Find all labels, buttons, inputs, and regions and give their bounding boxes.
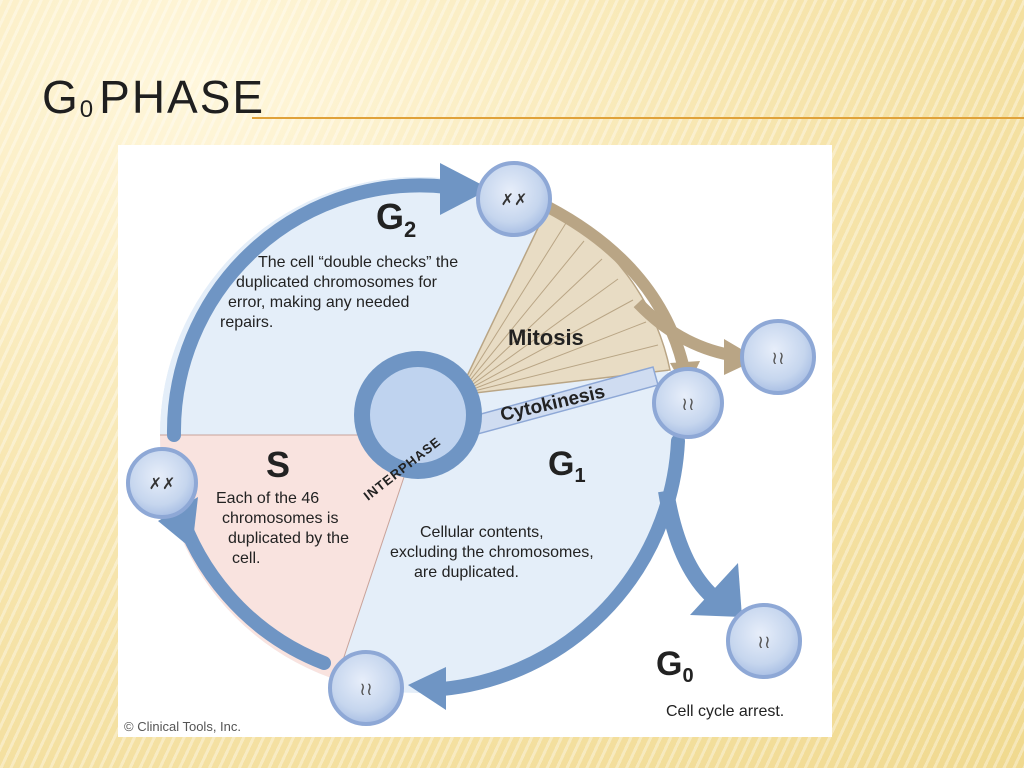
svg-text:cell.: cell. — [232, 550, 260, 567]
svg-text:≀≀: ≀≀ — [681, 394, 695, 414]
svg-text:duplicated chromosomes for: duplicated chromosomes for — [236, 274, 438, 291]
svg-text:chromosomes is: chromosomes is — [222, 510, 338, 527]
title-subscript: 0 — [79, 96, 94, 123]
svg-text:Cellular contents,: Cellular contents, — [420, 524, 544, 541]
svg-text:error, making any needed: error, making any needed — [228, 294, 409, 311]
svg-text:repairs.: repairs. — [220, 314, 273, 331]
s-label: S — [266, 444, 290, 485]
cell-daughter-2: ≀≀ — [740, 319, 816, 395]
cell-g1-bottom: ≀≀ — [328, 650, 404, 726]
arrow-head-s — [158, 497, 198, 549]
mitosis-label: Mitosis — [508, 325, 584, 350]
g0-label: G0 — [656, 645, 694, 687]
interphase-core — [370, 367, 466, 463]
svg-text:excluding the chromosomes,: excluding the chromosomes, — [390, 544, 594, 561]
g0-description: Cell cycle arrest. — [666, 703, 784, 720]
cell-g2: ✗✗ — [476, 161, 552, 237]
svg-text:≀≀: ≀≀ — [757, 632, 771, 652]
svg-text:The cell “double checks” the: The cell “double checks” the — [258, 254, 458, 271]
svg-text:duplicated by the: duplicated by the — [228, 530, 349, 547]
title-letter: G — [42, 71, 80, 123]
g1-description: Cellular contents, excluding the chromos… — [390, 524, 594, 581]
svg-text:≀≀: ≀≀ — [771, 348, 785, 368]
svg-text:Each of the 46: Each of the 46 — [216, 490, 319, 507]
g1-label: G1 — [548, 445, 586, 487]
cell-s: ✗✗ — [126, 447, 198, 519]
s-description: Each of the 46 chromosomes is duplicated… — [216, 490, 349, 567]
arrow-head-g1 — [408, 667, 446, 710]
arrow-head-g2 — [440, 163, 490, 215]
mitosis-fan — [456, 205, 671, 396]
g2-description: The cell “double checks” the duplicated … — [220, 254, 458, 331]
cell-cycle-figure: ✗✗ ✗✗ ≀≀ ≀≀ ≀≀ ≀≀ G2 The cell “double ch… — [118, 145, 832, 737]
g0-exit-arrow-head — [690, 563, 742, 617]
cell-cycle-diagram: ✗✗ ✗✗ ≀≀ ≀≀ ≀≀ ≀≀ G2 The cell “double ch… — [124, 161, 816, 734]
title-word: PHASE — [99, 71, 266, 123]
mitosis-arrows — [545, 201, 732, 367]
svg-text:✗✗: ✗✗ — [501, 192, 528, 209]
copyright-text: © Clinical Tools, Inc. — [124, 719, 241, 734]
cell-g0: ≀≀ — [726, 603, 802, 679]
g2-label: G2 — [376, 196, 416, 242]
svg-text:✗✗: ✗✗ — [149, 476, 176, 493]
title-underline — [252, 117, 1024, 119]
svg-text:are duplicated.: are duplicated. — [414, 564, 519, 581]
g0-exit-arrow — [658, 489, 719, 603]
cell-daughter-1: ≀≀ — [652, 367, 724, 439]
svg-text:≀≀: ≀≀ — [359, 679, 373, 699]
